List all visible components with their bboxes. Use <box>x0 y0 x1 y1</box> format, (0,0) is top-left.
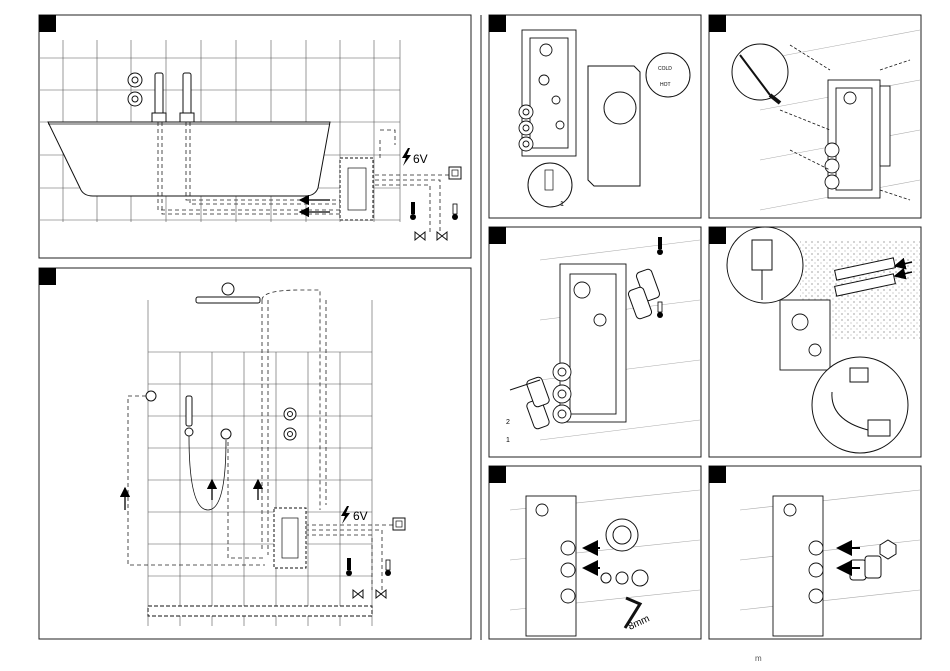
valve-module <box>526 496 576 636</box>
voltage-label: 6V <box>353 509 368 523</box>
bathtub-outline <box>48 122 330 196</box>
panel-step-cover: COLD HOT 1 <box>489 15 701 218</box>
allen-size-label: 8mm <box>627 613 652 632</box>
footer-mark: m <box>755 654 762 663</box>
valve-module <box>825 80 890 198</box>
valve-module <box>780 300 830 370</box>
arrow-label-2: 2 <box>506 419 510 426</box>
panel-step-mounting <box>709 15 921 218</box>
arrow-label-1: 1 <box>506 437 510 444</box>
cover-panel <box>588 66 640 186</box>
control-box <box>340 158 373 220</box>
screwdriver-icon <box>732 44 788 100</box>
panel-marker <box>709 466 726 483</box>
power-socket <box>393 518 405 530</box>
panel-step-nozzle: 8mm <box>489 466 701 639</box>
cold-thermometer-icon <box>452 204 458 220</box>
hand-shower <box>185 396 231 439</box>
power-socket <box>449 167 461 179</box>
overhead-shower <box>196 283 260 303</box>
side-jet <box>146 391 156 401</box>
panel-marker <box>39 268 56 285</box>
panel-marker <box>489 15 506 32</box>
valve-module <box>519 30 576 156</box>
jet-nozzles <box>128 73 142 106</box>
panel-shower: 6V <box>39 268 471 639</box>
cold-label: COLD <box>658 66 672 72</box>
panel-marker <box>489 466 506 483</box>
valve-module <box>553 264 626 423</box>
shower-tray <box>148 606 372 616</box>
cold-thermometer-icon <box>385 560 391 576</box>
panel-step-restrictor <box>709 466 921 639</box>
valve-icon <box>415 232 447 240</box>
hot-thermometer-icon <box>410 202 416 220</box>
jet-nozzles <box>284 408 296 440</box>
panel-bathtub: 6V <box>39 15 471 258</box>
lightning-icon <box>341 506 350 524</box>
panel-marker <box>709 227 726 244</box>
control-box <box>274 508 306 568</box>
panel-marker <box>39 15 56 32</box>
hand-shower <box>152 73 194 122</box>
valve-icon <box>353 590 386 598</box>
cold-thermometer-icon <box>657 302 663 318</box>
hot-thermometer-icon <box>657 237 663 255</box>
panel-step-electrical <box>709 227 921 457</box>
arrow-label-1: 1 <box>560 201 564 208</box>
supply-lines <box>128 290 395 590</box>
valve-module <box>773 496 823 636</box>
lightning-icon <box>402 148 411 166</box>
hot-label: HOT <box>660 82 671 88</box>
voltage-label: 6V <box>413 152 428 166</box>
tile-grid <box>148 300 372 626</box>
hot-thermometer-icon <box>346 558 352 576</box>
panel-marker <box>489 227 506 244</box>
panel-marker <box>709 15 726 32</box>
panel-step-connection: 2 1 <box>489 227 701 457</box>
nozzle-parts <box>601 519 648 586</box>
